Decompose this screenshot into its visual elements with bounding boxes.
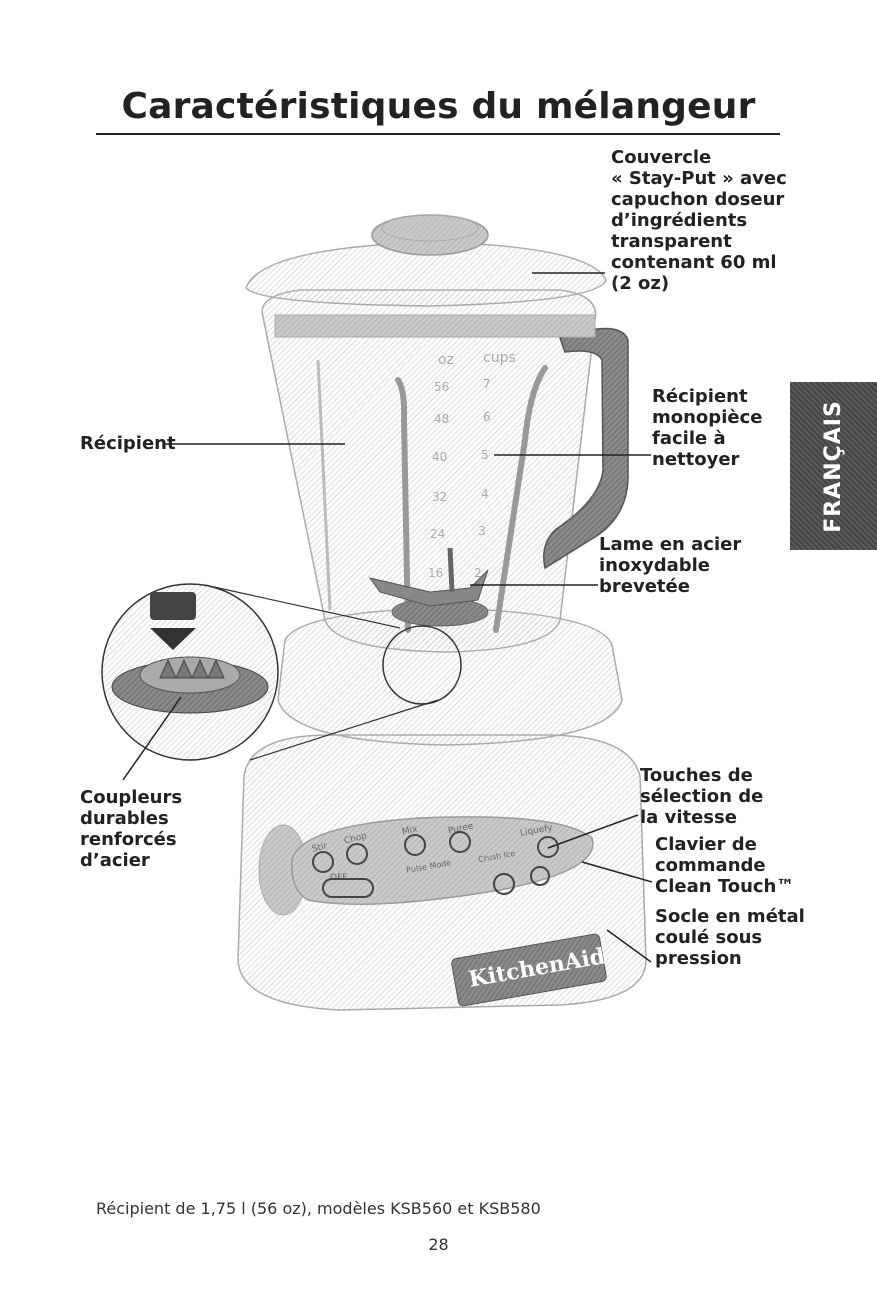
mix-button <box>404 834 426 856</box>
scale-cups-4: 4 <box>481 487 489 501</box>
label-couplers: Coupleurs durables renforcés d’acier <box>80 787 183 871</box>
label-keypad: Clavier de commande Clean Touch™ <box>655 834 795 897</box>
label-base: Socle en métal coulé sous pression <box>655 906 805 969</box>
label-lid: Couvercle « Stay-Put » avec capuchon dos… <box>611 147 787 294</box>
scale-oz-header: oz <box>438 352 454 368</box>
jar-handle <box>543 327 629 570</box>
language-tab: FRANÇAIS <box>790 382 877 550</box>
puree-button <box>449 831 471 853</box>
label-blade: Lame en acier inoxydable brevetée <box>599 534 742 597</box>
label-jar-left: Récipient <box>80 433 176 454</box>
chop-button <box>346 843 368 865</box>
crush-button <box>530 866 550 886</box>
scale-cups-6: 6 <box>483 410 491 424</box>
caption: Récipient de 1,75 l (56 oz), modèles KSB… <box>96 1199 541 1218</box>
scale-cups-5: 5 <box>481 448 489 462</box>
scale-cups-2: 2 <box>474 566 482 580</box>
blender-lid <box>245 241 607 307</box>
label-speed-buttons: Touches de sélection de la vitesse <box>640 765 764 828</box>
scale-oz-48: 48 <box>434 412 450 426</box>
language-tab-label: FRANÇAIS <box>821 399 847 533</box>
scale-cups-7: 7 <box>483 377 491 391</box>
scale-oz-56: 56 <box>434 380 450 394</box>
pulse-button <box>493 873 515 895</box>
liquefy-button <box>537 836 559 858</box>
scale-oz-16: 16 <box>428 566 444 580</box>
off-button <box>322 878 374 898</box>
scale-cups-header: cups <box>483 350 516 366</box>
page-number: 28 <box>428 1235 449 1254</box>
coupler-detail-circle <box>382 625 462 705</box>
page-title: Caractéristiques du mélangeur <box>121 86 756 127</box>
coupler-detail <box>111 592 269 714</box>
brand-plate <box>451 933 607 1007</box>
title-rule <box>96 133 780 135</box>
scale-oz-24: 24 <box>430 527 446 541</box>
control-panel <box>291 816 594 905</box>
scale-oz-40: 40 <box>432 450 448 464</box>
label-jar-right: Récipient monopièce facile à nettoyer <box>652 386 763 470</box>
scale-oz-32: 32 <box>432 490 448 504</box>
stir-button <box>312 851 334 873</box>
scale-cups-3: 3 <box>478 524 486 538</box>
